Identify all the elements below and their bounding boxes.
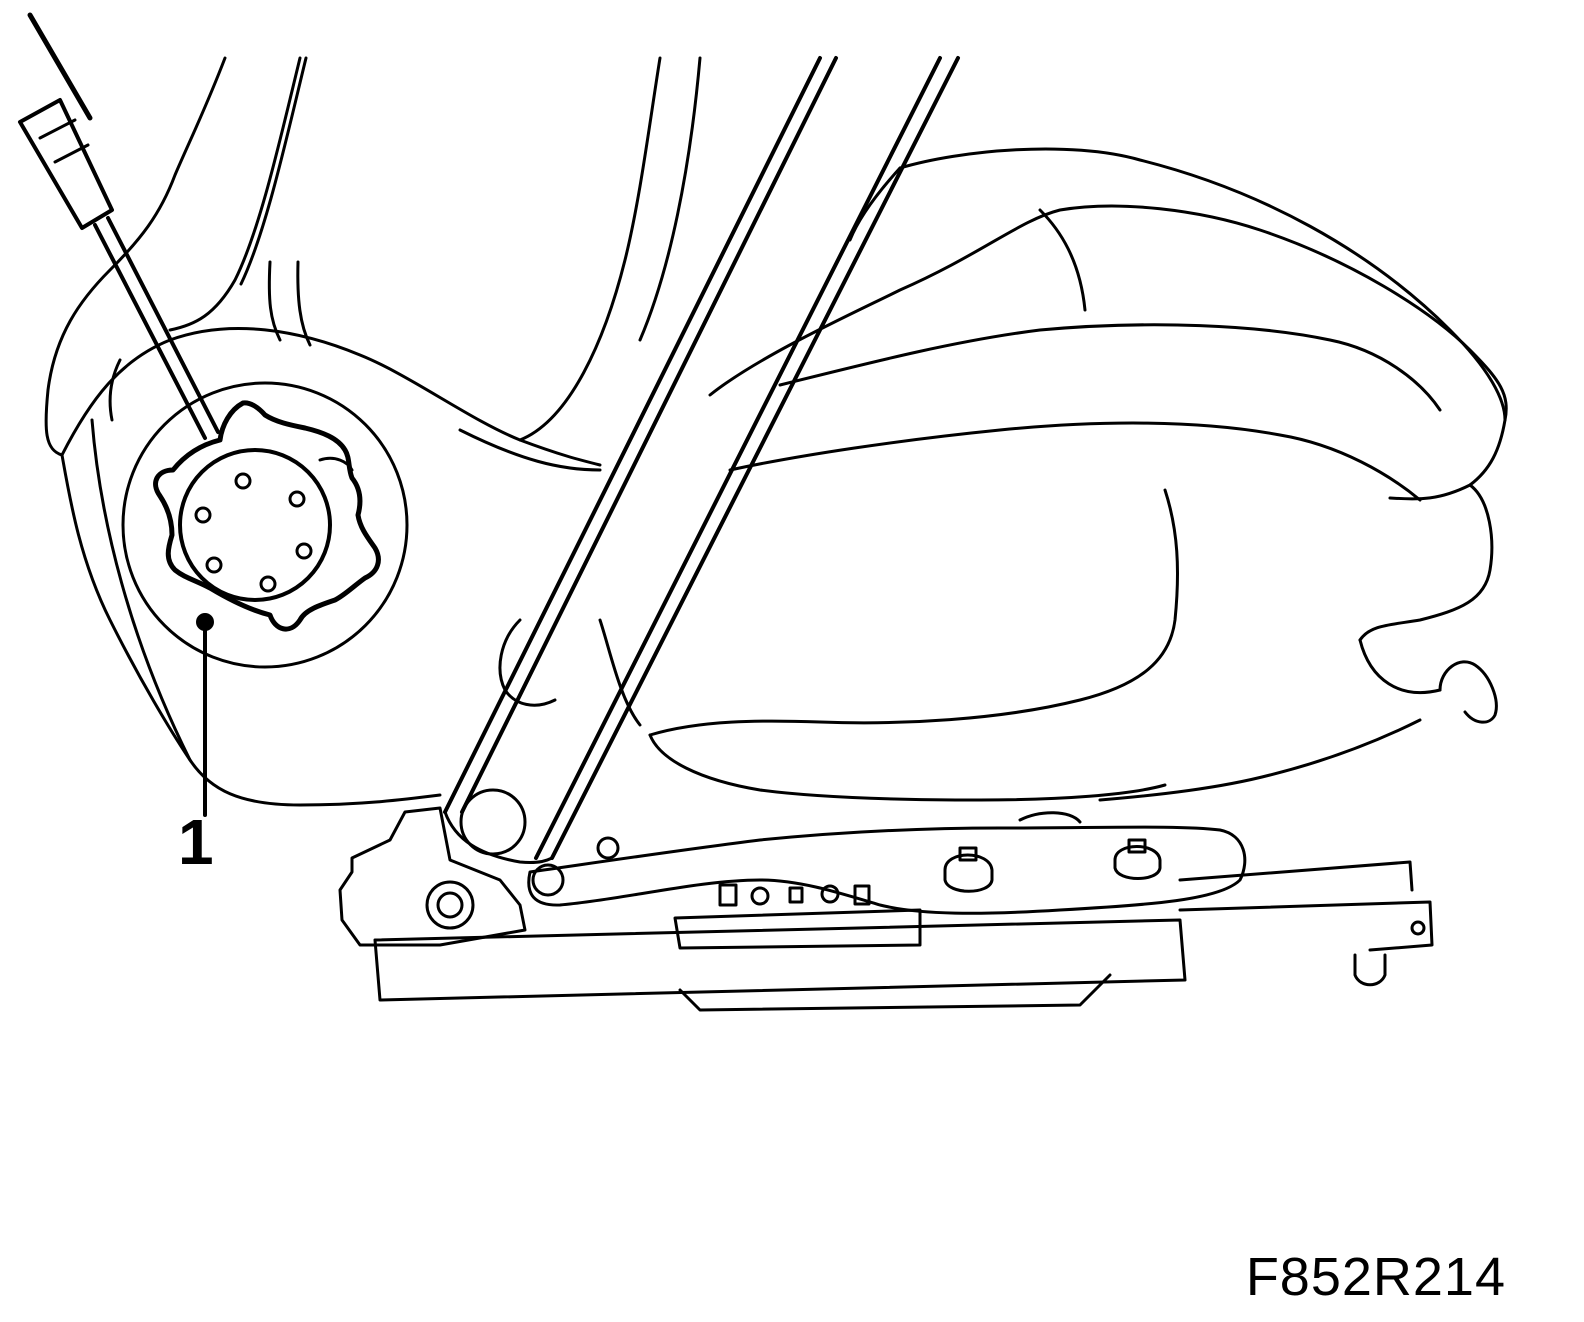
callout-1-leader [196,613,214,817]
seat-belt [443,56,960,864]
tool-shaft [18,12,220,440]
seat-rail [338,806,1434,1012]
seat-side-panel [60,327,602,807]
recliner-adjuster-knob [153,400,381,632]
callout-number-1: 1 [178,806,214,878]
figure-id-label: F852R214 [1245,1247,1506,1307]
seat-backrest [44,56,702,457]
seat-cushion [498,147,1508,802]
